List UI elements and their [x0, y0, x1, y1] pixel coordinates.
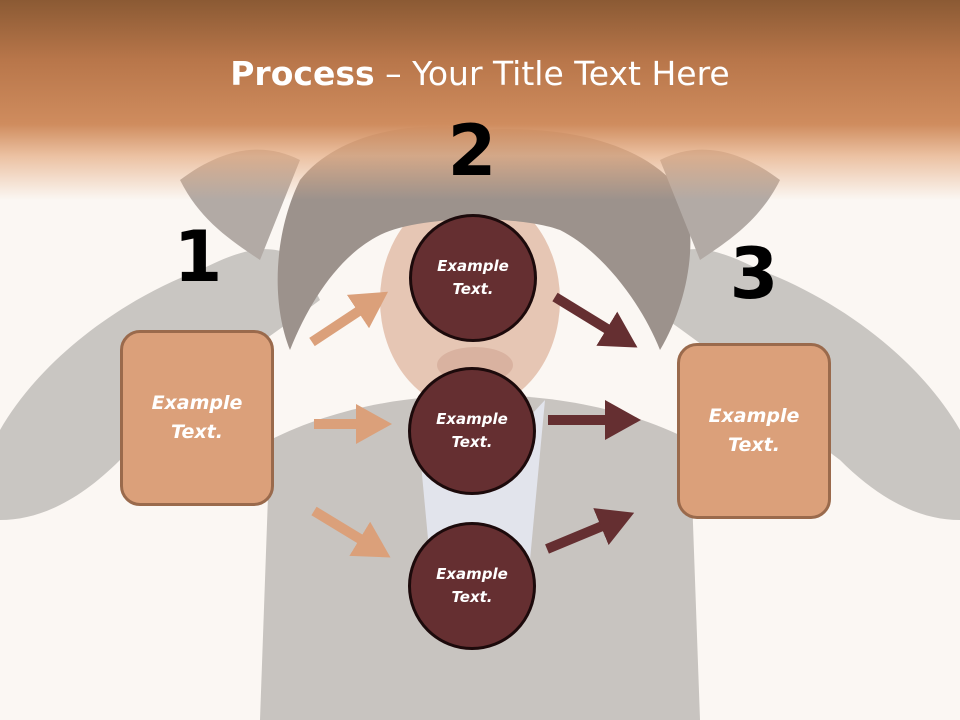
slide-title: Process – Your Title Text Here [0, 52, 960, 96]
right-box-line2: Text. [728, 434, 780, 456]
step-number-2: 2 [447, 110, 497, 192]
title-rest: Your Title Text Here [412, 54, 730, 93]
title-separator: – [374, 54, 413, 93]
title-bold: Process [230, 54, 375, 93]
left-box-text: Example Text. [152, 389, 243, 447]
circle-bottom-line1: Example [436, 565, 508, 583]
right-box-text: Example Text. [709, 402, 800, 460]
circle-middle-line2: Text. [451, 433, 493, 451]
left-text-box[interactable]: Example Text. [120, 330, 274, 506]
circle-top[interactable]: Example Text. [409, 214, 537, 342]
circle-bottom-text: Example Text. [436, 563, 508, 609]
circle-top-line2: Text. [452, 280, 494, 298]
circle-bottom[interactable]: Example Text. [408, 522, 536, 650]
circle-middle-line1: Example [436, 410, 508, 428]
step-number-3: 3 [729, 233, 779, 315]
right-box-line1: Example [708, 405, 800, 427]
arrow-circle3-to-box3 [545, 508, 635, 554]
circle-middle-text: Example Text. [436, 408, 508, 454]
right-text-box[interactable]: Example Text. [677, 343, 831, 519]
title-band [0, 0, 960, 200]
left-box-line1: Example [151, 392, 243, 414]
circle-middle[interactable]: Example Text. [408, 367, 536, 495]
arrow-circle1-to-box3 [552, 292, 638, 348]
arrow-box1-to-circle3 [311, 506, 391, 558]
left-box-line2: Text. [171, 421, 223, 443]
step-number-1: 1 [173, 216, 223, 298]
circle-top-text: Example Text. [437, 255, 509, 301]
circle-bottom-line2: Text. [451, 588, 493, 606]
circle-top-line1: Example [437, 257, 509, 275]
arrow-box1-to-circle1 [309, 291, 389, 347]
